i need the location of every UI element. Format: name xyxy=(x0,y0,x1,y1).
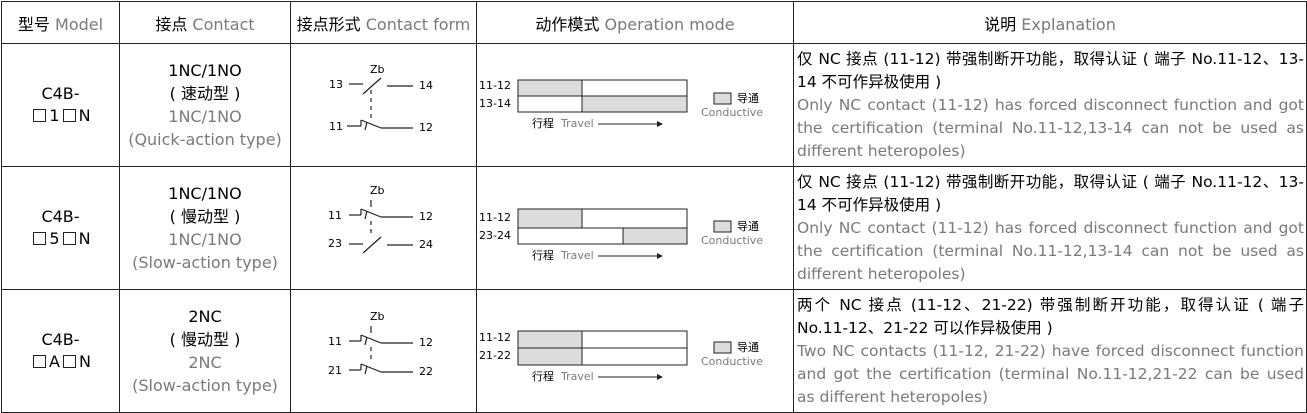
svg-text:22: 22 xyxy=(419,365,433,378)
svg-text:24: 24 xyxy=(419,238,433,251)
svg-text:21: 21 xyxy=(328,364,342,377)
svg-text:Conductive: Conductive xyxy=(701,355,763,368)
svg-text:11-12: 11-12 xyxy=(479,79,511,92)
svg-text:导通: 导通 xyxy=(737,341,759,354)
contact-form-diagram: Zb 13 14 11 12 xyxy=(290,43,477,167)
svg-text:23-24: 23-24 xyxy=(479,229,511,242)
svg-text:行程: 行程 xyxy=(532,370,554,383)
header-operation-mode: 动作模式 Operation mode xyxy=(476,1,794,44)
svg-text:12: 12 xyxy=(419,336,433,349)
svg-text:12: 12 xyxy=(419,210,433,223)
operation-mode-chart: 11-12 21-22 行程 Travel 导通 Conductive xyxy=(476,289,794,413)
svg-text:11: 11 xyxy=(329,120,343,133)
header-row: 型号 Model 接点 Contact 接点形式 Contact form 动作… xyxy=(1,1,1307,44)
header-explanation: 说明 Explanation xyxy=(793,1,1307,44)
operation-mode-graph: 11-12 23-24 行程 Travel 导通 Conductive xyxy=(479,208,763,262)
svg-text:Zb: Zb xyxy=(370,310,385,323)
header-model: 型号 Model xyxy=(1,1,120,44)
svg-text:Travel: Travel xyxy=(560,370,594,383)
svg-text:Travel: Travel xyxy=(560,117,594,130)
double-nc-contact-symbol: Zb 11 12 21 22 xyxy=(328,310,433,378)
contact-cell: 2NC ( 慢动型 ) 2NC (Slow-action type) xyxy=(119,289,291,413)
legend-swatch xyxy=(713,341,732,354)
svg-text:导通: 导通 xyxy=(737,220,759,233)
svg-text:13-14: 13-14 xyxy=(479,97,511,110)
svg-text:Travel: Travel xyxy=(560,249,594,262)
operation-mode-graph: 11-12 21-22 行程 Travel 导通 Conductive xyxy=(479,330,763,383)
placeholder-box xyxy=(33,355,47,368)
svg-text:11: 11 xyxy=(328,209,342,222)
placeholder-box xyxy=(33,232,47,245)
svg-text:导通: 导通 xyxy=(737,92,759,105)
svg-text:11-12: 11-12 xyxy=(479,211,511,224)
svg-text:14: 14 xyxy=(419,79,433,92)
explanation-cell: 两个 NC 接点 (11-12、21-22) 带强制断开功能，取得认证 ( 端子… xyxy=(793,289,1307,413)
operation-mode-graph: 11-12 13-14 行程 Travel 导通 Conductive xyxy=(479,79,763,130)
svg-text:Conductive: Conductive xyxy=(701,234,763,247)
contact-form-diagram: Zb 11 12 23 24 xyxy=(290,166,477,290)
legend-swatch xyxy=(713,220,732,233)
svg-text:11: 11 xyxy=(328,335,342,348)
svg-text:21-22: 21-22 xyxy=(479,349,511,362)
placeholder-box xyxy=(62,109,76,122)
placeholder-box xyxy=(62,232,76,245)
svg-text:23: 23 xyxy=(328,237,342,250)
svg-text:13: 13 xyxy=(329,78,343,91)
svg-text:11-12: 11-12 xyxy=(479,331,511,344)
contact-form-diagram: Zb 11 12 21 22 xyxy=(290,289,477,413)
svg-text:Conductive: Conductive xyxy=(701,106,763,119)
legend-swatch xyxy=(713,92,732,105)
svg-text:12: 12 xyxy=(419,121,433,134)
header-contact: 接点 Contact xyxy=(119,1,291,44)
explanation-cell: 仅 NC 接点 (11-12) 带强制断开功能，取得认证 ( 端子 No.11-… xyxy=(793,166,1307,290)
contact-cell: 1NC/1NO ( 速动型 ) 1NC/1NO (Quick-action ty… xyxy=(119,43,291,167)
svg-text:行程: 行程 xyxy=(532,117,554,130)
svg-text:行程: 行程 xyxy=(532,249,554,262)
header-contact-form: 接点形式 Contact form xyxy=(290,1,477,44)
svg-text:Zb: Zb xyxy=(370,184,385,197)
slow-action-contact-symbol: Zb 11 12 23 24 xyxy=(328,184,433,254)
operation-mode-chart: 11-12 23-24 行程 Travel 导通 Conductive xyxy=(476,166,794,290)
explanation-cell: 仅 NC 接点 (11-12) 带强制断开功能，取得认证 ( 端子 No.11-… xyxy=(793,43,1307,167)
quick-action-contact-symbol: Zb 13 14 11 12 xyxy=(329,63,433,134)
svg-text:Zb: Zb xyxy=(370,63,385,76)
placeholder-box xyxy=(33,109,47,122)
contact-cell: 1NC/1NO ( 慢动型 ) 1NC/1NO (Slow-action typ… xyxy=(119,166,291,290)
placeholder-box xyxy=(62,355,76,368)
operation-mode-chart: 11-12 13-14 行程 Travel 导通 Conductive xyxy=(476,43,794,167)
